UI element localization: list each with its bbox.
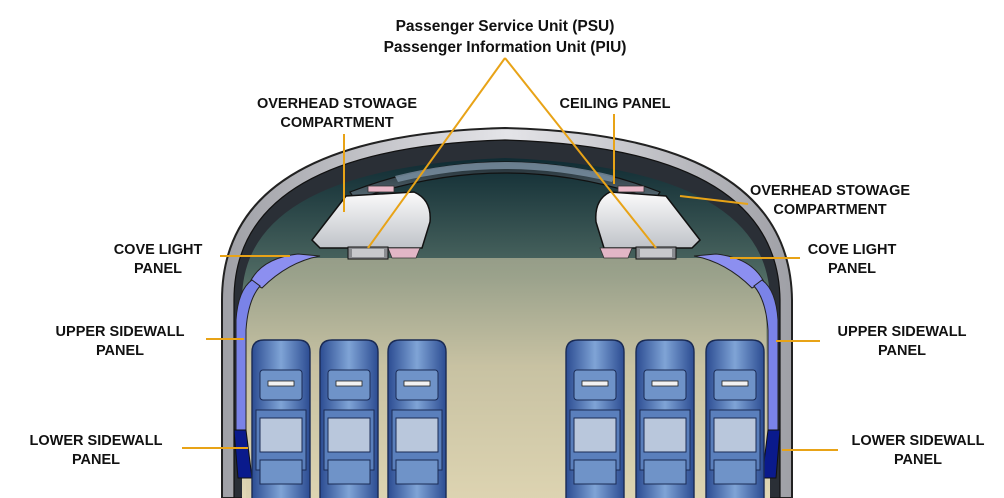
leader-lines [182, 57, 838, 451]
upper-left-line2: PANEL [95, 343, 145, 359]
upper-right-line1: UPPER SIDEWALL [837, 324, 967, 340]
lower-left-line2: PANEL [71, 452, 121, 468]
upper-right-line2: PANEL [877, 343, 927, 359]
seat-lower-panel [259, 459, 303, 485]
ceiling-label-line1: CEILING PANEL [559, 96, 671, 112]
overhead-stowage-right-pink [599, 247, 633, 259]
cove-right-line1: COVE LIGHT [807, 242, 897, 258]
psu-left-face [352, 249, 384, 257]
passenger-seat [635, 339, 695, 498]
seat-lower-panel [395, 459, 439, 485]
leader-psu-right [504, 57, 657, 249]
lower-sidewall-left-label: LOWER SIDEWALL PANEL [16, 432, 176, 470]
psu-piu-label: Passenger Service Unit (PSU) Passenger I… [380, 16, 630, 58]
psu-label-line2: Passenger Information Unit (PIU) [383, 39, 627, 56]
seat-headrest-tab [403, 380, 431, 387]
seat-headrest-tab [581, 380, 609, 387]
seat-back-panel [713, 417, 757, 453]
seat-headrest-tab [651, 380, 679, 387]
upper-sidewall-left [235, 279, 261, 433]
seat-headrest-tab [335, 380, 363, 387]
cove-right-line2: PANEL [827, 261, 877, 277]
seat-back-panel [259, 417, 303, 453]
upper-sidewall-right-label: UPPER SIDEWALL PANEL [822, 323, 982, 361]
psu-right-face [640, 249, 672, 257]
seat-lower-panel [643, 459, 687, 485]
cove-light-right [693, 253, 765, 289]
leader-psu-left [367, 57, 506, 249]
overhead-left-line2: COMPARTMENT [280, 115, 394, 131]
psu-label-line1: Passenger Service Unit (PSU) [395, 18, 615, 35]
lower-left-line1: LOWER SIDEWALL [29, 433, 163, 449]
cove-light-left [249, 253, 321, 289]
upper-left-line1: UPPER SIDEWALL [55, 324, 185, 340]
leader-overhead-right [679, 195, 749, 205]
passenger-seat [319, 339, 379, 498]
cove-light-left-label: COVE LIGHT PANEL [98, 241, 218, 279]
seat-group [251, 339, 765, 498]
lower-sidewall-right-label: LOWER SIDEWALL PANEL [838, 432, 998, 470]
cove-left-line2: PANEL [133, 261, 183, 277]
passenger-seat [387, 339, 447, 498]
passenger-seat [705, 339, 765, 498]
lower-right-line2: PANEL [893, 452, 943, 468]
overhead-stowage-left [311, 191, 431, 249]
ceiling-panel-label: CEILING PANEL [545, 95, 685, 114]
cove-light-right-label: COVE LIGHT PANEL [792, 241, 912, 279]
overhead-right-line1: OVERHEAD STOWAGE [749, 183, 911, 199]
overhead-stowage-right-top [617, 185, 645, 193]
upper-sidewall-right [753, 279, 779, 433]
seat-back-panel [327, 417, 371, 453]
overhead-right-line2: COMPARTMENT [773, 202, 887, 218]
overhead-stowage-left-label: OVERHEAD STOWAGE COMPARTMENT [252, 95, 422, 133]
passenger-seat [251, 339, 311, 498]
overhead-stowage-left-pink [387, 247, 421, 259]
seat-lower-panel [713, 459, 757, 485]
overhead-stowage-right-label: OVERHEAD STOWAGE COMPARTMENT [745, 182, 915, 220]
seat-headrest-tab [267, 380, 295, 387]
overhead-stowage-left-top [367, 185, 395, 193]
cove-left-line1: COVE LIGHT [113, 242, 203, 258]
passenger-seat [565, 339, 625, 498]
seat-back-panel [395, 417, 439, 453]
seat-lower-panel [573, 459, 617, 485]
seat-back-panel [573, 417, 617, 453]
ceiling-panel-highlight [395, 162, 615, 182]
lower-right-line1: LOWER SIDEWALL [851, 433, 985, 449]
seat-lower-panel [327, 459, 371, 485]
overhead-left-line1: OVERHEAD STOWAGE [256, 96, 418, 112]
seat-headrest-tab [721, 380, 749, 387]
seat-back-panel [643, 417, 687, 453]
upper-sidewall-left-label: UPPER SIDEWALL PANEL [40, 323, 200, 361]
